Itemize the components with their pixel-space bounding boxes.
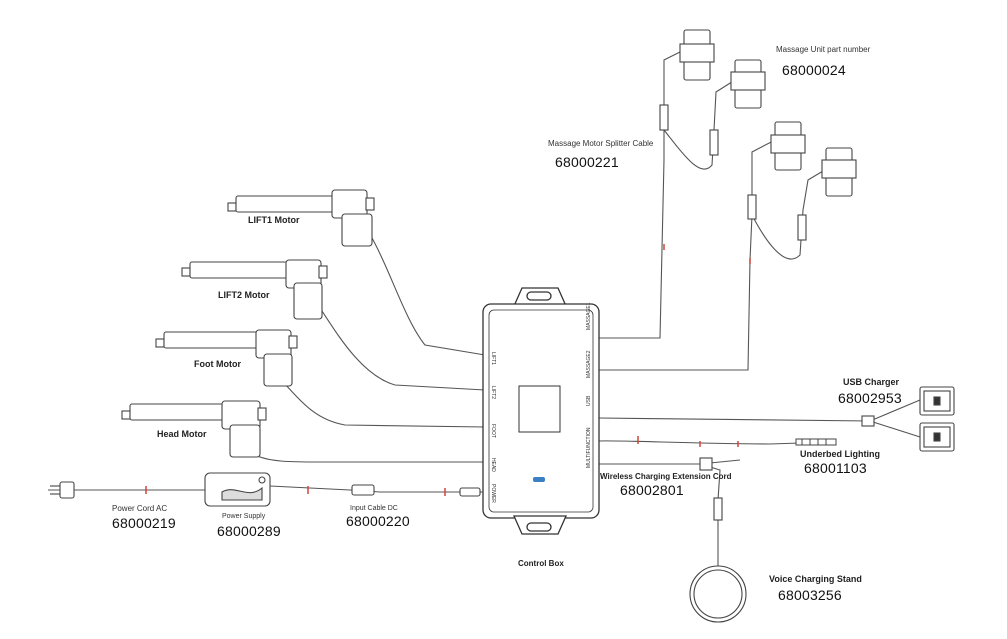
massage1-cable <box>598 120 665 339</box>
port-massage2: MASSAGE2 <box>586 350 592 378</box>
massage2-cable <box>598 214 753 371</box>
head-motor-icon <box>121 400 267 458</box>
massage-unit-part-number: 68000024 <box>782 62 846 78</box>
power-supply-label: Power Supply <box>222 513 266 520</box>
port-lift1: LIFT1 <box>490 352 496 365</box>
head-cable <box>254 454 485 463</box>
input-cable-part-number: 68000220 <box>346 513 410 529</box>
control-box <box>482 287 600 535</box>
wireless-cable <box>598 463 721 570</box>
port-usb: USB <box>586 395 592 406</box>
usb-charger-icon <box>919 422 955 452</box>
lift1-motor-label: LIFT1 Motor <box>248 215 300 225</box>
port-massage1: MASSAGE1 <box>586 302 592 330</box>
dc-cable <box>269 485 485 493</box>
control-box-label: Control Box <box>518 559 564 568</box>
foot-motor-label: Foot Motor <box>194 359 241 369</box>
underbed-lighting-part-number: 68001103 <box>804 460 867 476</box>
foot-motor-icon <box>155 329 298 387</box>
port-multifunction: MULTIFUNCTION <box>586 427 592 468</box>
lift1-motor-icon <box>227 189 375 247</box>
wireless-cord-label: Wireless Charging Extension Cord <box>600 472 732 481</box>
lift2-motor-label: LIFT2 Motor <box>218 290 270 300</box>
massage-unit-icon <box>821 147 857 197</box>
lift1-cable <box>371 237 486 356</box>
underbed-cable <box>597 440 831 445</box>
port-foot: FOOT <box>490 424 496 438</box>
status-led-icon <box>533 477 545 482</box>
massage-unit-icon <box>730 59 766 109</box>
port-head: HEAD <box>490 458 496 472</box>
port-lift2: LIFT2 <box>490 386 496 399</box>
lift2-motor-icon <box>181 259 328 320</box>
splitter-cable-label: Massage Motor Splitter Cable <box>548 139 654 148</box>
wireless-cord-part-number: 68002801 <box>620 482 684 498</box>
port-power: POWER <box>490 484 496 503</box>
lift2-cable <box>317 304 486 391</box>
usb-charger-icon <box>919 386 955 416</box>
power-supply-part-number: 68000289 <box>217 523 281 539</box>
usb-charger-label: USB Charger <box>843 377 900 387</box>
power-cord-label: Power Cord AC <box>112 504 168 513</box>
foot-cable <box>283 382 486 428</box>
voice-charging-stand-icon <box>689 565 747 623</box>
massage-unit-icon <box>770 121 806 171</box>
massage-unit-icon <box>679 29 715 81</box>
underbed-lighting-icon <box>795 438 837 446</box>
power-supply-icon <box>204 472 271 507</box>
usb-charger-part-number: 68002953 <box>838 390 902 406</box>
dc-connector-icon <box>351 484 375 496</box>
massage-unit-label: Massage Unit part number <box>776 45 871 54</box>
splitter-cable-part-number: 68000221 <box>555 154 619 170</box>
underbed-lighting-label: Underbed Lighting <box>800 449 880 459</box>
power-cord-part-number: 68000219 <box>112 515 176 531</box>
voice-stand-label: Voice Charging Stand <box>769 574 862 584</box>
input-cable-label: Input Cable DC <box>350 505 398 512</box>
ac-plug-icon <box>50 481 75 499</box>
voice-stand-part-number: 68003256 <box>778 587 842 603</box>
head-motor-label: Head Motor <box>157 429 207 439</box>
